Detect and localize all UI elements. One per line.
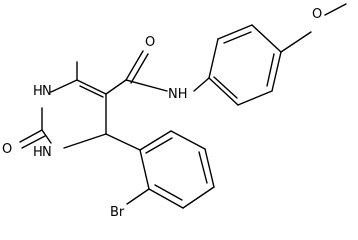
bond-ar5	[237, 90, 273, 106]
bond-lines	[19, 3, 347, 209]
ring-n1-label: N	[42, 84, 52, 99]
bond-ar1	[208, 38, 219, 79]
bond-br3	[182, 186, 215, 209]
bond-ar-o	[280, 31, 312, 53]
bromine-label: Br	[110, 205, 125, 218]
bond-c2-n3	[41, 129, 52, 144]
bond-br-double-1	[154, 184, 183, 201]
ring-n1-h-label: H	[33, 84, 43, 99]
bond-c4-aryl	[105, 133, 141, 151]
bond-br4	[204, 148, 215, 188]
amide-nh-label: NH	[168, 87, 188, 102]
bond-n-aryl	[193, 77, 210, 92]
bond-br5	[170, 130, 206, 150]
bond-ar6	[208, 77, 239, 106]
bond-amide-c-o-double	[130, 53, 149, 84]
bond-ar3	[251, 24, 282, 53]
bond-amide-c-n	[125, 79, 168, 92]
bond-ar-double-3	[213, 76, 238, 99]
bond-c6-c5	[76, 79, 107, 95]
bond-br2	[148, 188, 184, 209]
ring-n3-label: N	[42, 145, 52, 160]
bond-c2-o-double	[21, 135, 46, 149]
bond-c6-n1	[50, 79, 78, 93]
amide-oxygen-label: O	[145, 35, 155, 50]
bond-ar2	[217, 24, 253, 40]
chemical-structure-diagram: O O NH H N H N O Br	[2, 3, 347, 218]
bond-br6	[139, 130, 172, 151]
bond-amide-c-o	[125, 50, 144, 81]
bond-ar4	[271, 51, 282, 92]
urea-oxygen-label: O	[2, 142, 12, 157]
atom-labels: O O NH H N H N O Br	[2, 7, 322, 218]
bond-c5-amide-c	[105, 79, 127, 95]
bond-n3-c4	[63, 133, 107, 149]
bond-o-methyl	[324, 3, 347, 16]
structure-svg: O O NH H N H N O Br	[2, 3, 347, 218]
methoxy-oxygen-label: O	[312, 7, 322, 22]
bond-c6-c5-double	[79, 85, 104, 98]
bond-c2-o	[19, 129, 43, 143]
bond-br-double-3	[145, 137, 173, 154]
bond-ar-double-2	[266, 53, 275, 87]
bond-ar-double-1	[223, 31, 252, 44]
bond-c-br	[126, 188, 150, 205]
ring-n3-h-label: H	[33, 145, 43, 160]
bond-br-double-2	[198, 151, 208, 184]
bond-br1	[139, 149, 150, 190]
